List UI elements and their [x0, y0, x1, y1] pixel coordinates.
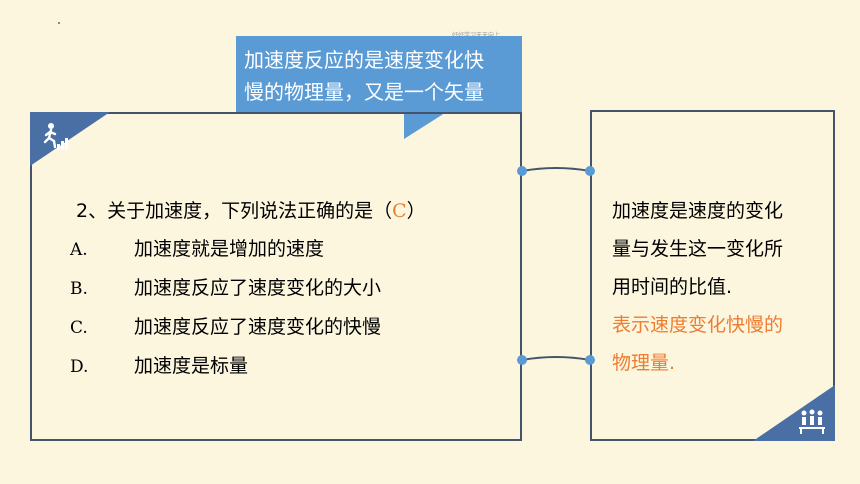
question-title: 2、关于加速度，下列说法正确的是（C） — [76, 200, 426, 222]
explanation-text: 加速度是速度的变化 量与发生这一变化所 用时间的比值. 表示速度变化快慢的 物理… — [612, 192, 822, 382]
option-letter: D. — [70, 357, 89, 377]
connector-dot — [585, 166, 595, 176]
connector-dot — [585, 355, 595, 365]
corner-decoration — [30, 112, 110, 166]
option-text: 加速度反应了速度变化的快慢 — [134, 316, 382, 338]
callout-tail — [404, 111, 448, 139]
option-b: B. 加速度反应了速度变化的大小 — [70, 273, 381, 300]
option-text: 加速度就是增加的速度 — [134, 238, 325, 260]
option-d: D. 加速度是标量 — [70, 351, 248, 378]
running-stairs-icon — [43, 123, 68, 150]
connector-dot — [517, 166, 527, 176]
explanation-line-2: 量与发生这一变化所 — [612, 238, 784, 260]
option-letter: B. — [70, 279, 88, 299]
callout-tag: 好好学习天天向上 — [452, 30, 500, 39]
highlight-line-1: 表示速度变化快慢的 — [612, 314, 784, 336]
explanation-panel: 加速度是速度的变化 量与发生这一变化所 用时间的比值. 表示速度变化快慢的 物理… — [590, 110, 835, 441]
explanation-line-3: 用时间的比值. — [612, 276, 733, 298]
option-letter: A. — [70, 240, 88, 260]
option-text: 加速度反应了速度变化的大小 — [134, 277, 382, 299]
decor-dot — [58, 22, 60, 24]
option-letter: C. — [70, 318, 88, 338]
callout-bubble: 加速度反应的是速度变化快 慢的物理量，又是一个矢量 — [236, 36, 522, 112]
callout-line-1: 加速度反应的是速度变化快 — [244, 48, 484, 72]
people-podium-icon — [799, 409, 825, 434]
highlight-line-2: 物理量. — [612, 352, 676, 374]
explanation-line-1: 加速度是速度的变化 — [612, 200, 784, 222]
option-a: A. 加速度就是增加的速度 — [70, 234, 324, 261]
connector-dot — [517, 355, 527, 365]
option-c: C. 加速度反应了速度变化的快慢 — [70, 312, 381, 339]
question-panel: 2、关于加速度，下列说法正确的是（C） A. 加速度就是增加的速度 B. 加速度反应… — [30, 112, 522, 441]
answer-letter: C — [392, 200, 407, 222]
option-text: 加速度是标量 — [134, 355, 249, 377]
callout-line-2: 慢的物理量，又是一个矢量 — [244, 80, 484, 104]
